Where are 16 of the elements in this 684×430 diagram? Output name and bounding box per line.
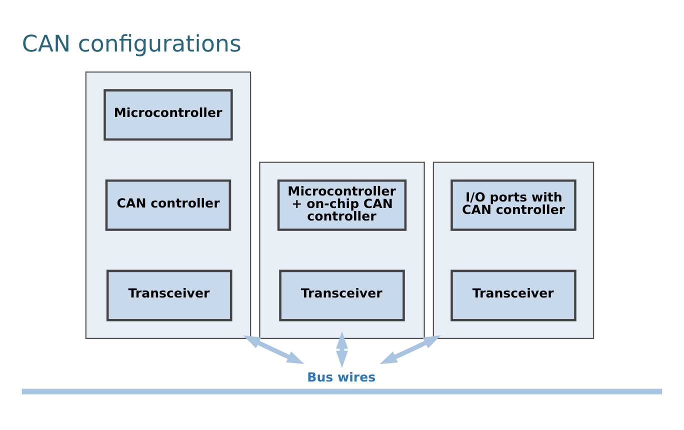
diagram-title: CAN configurations [22, 30, 242, 57]
cluster [85, 70, 252, 338]
node-label: Bus wires [307, 369, 376, 384]
arrow [243, 334, 304, 364]
node-box: Transceiver [106, 269, 232, 321]
arrow [336, 330, 348, 368]
cluster [259, 161, 425, 338]
node-box: Transceiver [450, 269, 576, 321]
arrow [380, 334, 441, 364]
node-bar [22, 388, 662, 394]
node-box: Microcontroller + on-chip CAN controller [277, 178, 407, 230]
node-box: Transceiver [279, 269, 405, 321]
cluster [432, 161, 594, 338]
node-box: I/O ports with CAN controller [450, 178, 576, 230]
node-box: CAN controller [105, 178, 232, 230]
node-box: Microcontroller [104, 88, 233, 140]
